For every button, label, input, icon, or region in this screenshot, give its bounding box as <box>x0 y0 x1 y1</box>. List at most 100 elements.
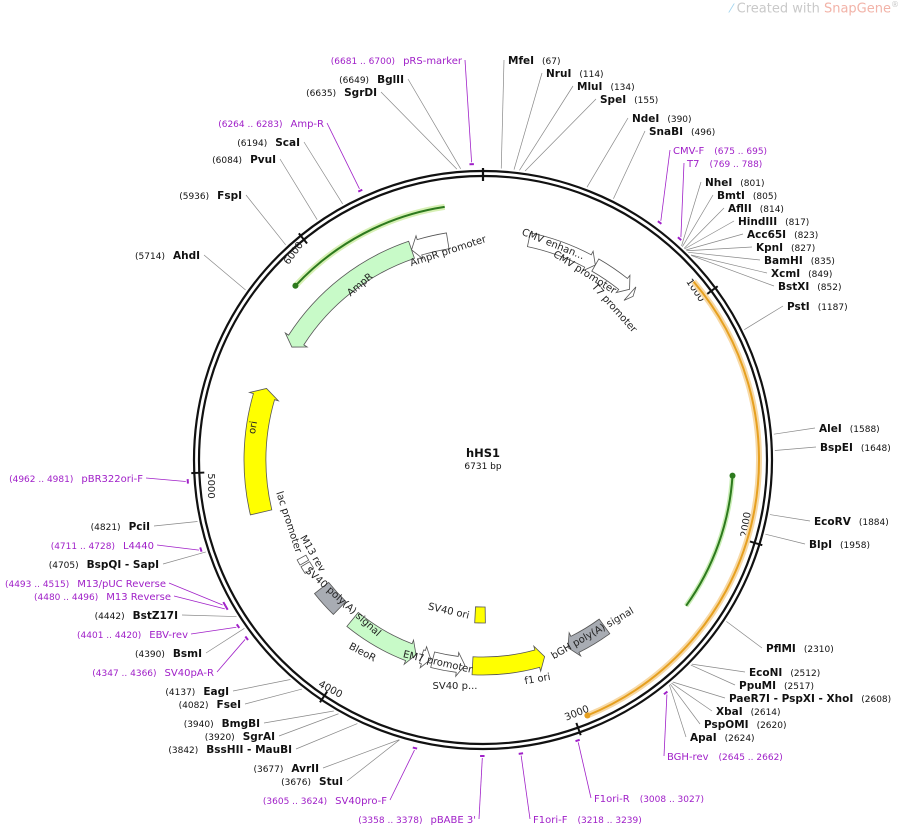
enzyme-leader-line <box>671 682 713 712</box>
enzyme-leader-line <box>669 683 701 725</box>
primer-name: pBABE 3' <box>430 815 476 826</box>
primer-mark <box>199 547 203 552</box>
enzyme-bamhi: BamHI(835) <box>764 255 835 267</box>
feature-label-lac-promoter: lac promoter <box>273 490 304 555</box>
enzyme-leader-line <box>513 72 543 170</box>
enzyme-blpi: BlpI (1958) <box>809 539 870 551</box>
tick-mark <box>319 690 329 703</box>
enzyme-xbai: XbaI(2614) <box>716 706 781 718</box>
primer-leader-line <box>464 59 472 163</box>
primer-mark <box>244 635 249 641</box>
primer-amp-r: (6264 .. 6283)Amp-R <box>218 119 324 130</box>
enzyme-leader-line <box>773 427 816 435</box>
enzyme-position: (2614) <box>751 708 781 718</box>
enzyme-position: (3940) <box>184 720 214 730</box>
feature-label-sv40-ori: SV40 ori <box>427 601 471 621</box>
primer-position: (4711 .. 4728) <box>51 542 115 552</box>
enzyme-position: (805) <box>753 192 777 202</box>
primer-name: BGH-rev <box>667 752 709 763</box>
snapgene-logo-icon: ⁄ <box>730 1 733 16</box>
enzyme-name: BstXI <box>778 281 809 293</box>
enzyme-name: AhdI <box>173 250 200 262</box>
enzyme-spei: SpeI(155) <box>600 94 658 106</box>
feature-ori <box>243 388 280 516</box>
enzyme-position: (849) <box>808 270 832 280</box>
enzyme-xcmi: XcmI(849) <box>771 268 832 280</box>
enzyme-leader-line <box>232 679 291 692</box>
enzyme-leader-line <box>279 158 318 220</box>
primer-name: SV40pro-F <box>335 796 387 807</box>
enzyme-labels: MfeI(67)NruI(114)MluI(134)SpeI(155)NdeI(… <box>49 55 891 788</box>
enzyme-name: PciI <box>129 521 150 533</box>
enzyme-position: (2620) <box>757 721 787 731</box>
enzyme-leader-line <box>684 220 735 250</box>
enzyme-name: MfeI <box>508 55 534 67</box>
enzyme-leader-line <box>500 59 505 169</box>
enzyme-paer7i-pspxi-xhoi: PaeR7I - PspXI - XhoI(2608) <box>729 693 891 705</box>
primer-leader-line <box>168 582 223 606</box>
enzyme-position: (5714) <box>135 252 165 262</box>
enzyme-name: BamHI <box>764 255 803 267</box>
tick-label: 5000 <box>205 473 216 498</box>
primer-position: (4401 .. 4420) <box>77 631 141 641</box>
primer-name: M13 Reverse <box>106 592 171 603</box>
enzyme-name: SpeI <box>600 94 626 106</box>
enzyme-name: BmgBI <box>222 718 260 730</box>
primer-position: (4493 .. 4515) <box>5 580 69 590</box>
enzyme-econi: EcoNI(2512) <box>749 667 820 679</box>
watermark-prefix: Created with <box>736 1 824 17</box>
tick-mark <box>575 722 582 736</box>
enzyme-name: BsmI <box>173 648 202 660</box>
primer-leader-line <box>663 694 668 757</box>
enzyme-mfei: MfeI(67) <box>508 55 561 67</box>
feature-ampr-promoter <box>411 232 450 260</box>
enzyme-position: (2624) <box>725 734 755 744</box>
enzyme-leader-line <box>769 514 811 522</box>
enzyme-leader-line <box>672 681 726 699</box>
enzyme-position: (3842) <box>168 746 198 756</box>
enzyme-position: (1958) <box>840 541 870 551</box>
enzyme-leader-line <box>524 98 597 172</box>
enzyme-name: PaeR7I - PspXI - XhoI <box>729 693 853 705</box>
primer-leader-line <box>389 749 415 801</box>
feature-bgh-poly-a-signal <box>567 618 611 658</box>
primer-leader-line <box>680 162 685 238</box>
enzyme-position: (1187) <box>818 303 848 313</box>
enzyme-name: PpuMI <box>739 680 776 692</box>
enzyme-name: SnaBI <box>649 126 683 138</box>
enzyme-aflii: AflII(814) <box>728 203 784 215</box>
enzyme-leader-line <box>686 246 753 252</box>
orf-green-arc <box>685 475 734 607</box>
enzyme-bstz17i: (4442)BstZ17I <box>95 610 178 622</box>
tick-label: 6000 <box>282 240 306 267</box>
enzyme-name: BlpI <box>809 539 832 551</box>
enzyme-pflmi: PflMI(2310) <box>766 643 834 655</box>
enzyme-apai: ApaI(2624) <box>690 732 755 744</box>
enzyme-position: (4390) <box>135 650 165 660</box>
enzyme-pspomi: PspOMI(2620) <box>704 719 787 731</box>
enzyme-position: (134) <box>610 83 634 93</box>
enzyme-leader-line <box>181 614 237 617</box>
enzyme-name: BmtI <box>717 190 745 202</box>
enzyme-leader-line <box>765 533 806 545</box>
enzyme-name: BstZ17I <box>133 610 178 622</box>
primer-mark <box>412 746 418 750</box>
feature-bleor <box>346 611 417 666</box>
enzyme-hindiii: HindIII(817) <box>738 216 809 228</box>
primer-pbabe-3: (3358 .. 3378)pBABE 3' <box>358 815 476 826</box>
primer-leader-line <box>520 755 531 820</box>
primer-position: (675 .. 695) <box>714 147 767 157</box>
feature-sv40-poly-a-signal <box>313 581 347 615</box>
enzyme-position: (827) <box>791 244 815 254</box>
primer-pbr322ori-f: (4962 .. 4981)pBR322ori-F <box>9 474 143 485</box>
primer-position: (4962 .. 4981) <box>9 475 73 485</box>
enzyme-name: SgrAI <box>243 731 275 743</box>
enzyme-position: (814) <box>760 205 784 215</box>
enzyme-name: PstI <box>787 301 810 313</box>
enzyme-position: (390) <box>667 115 691 125</box>
enzyme-ahdi: (5714) AhdI <box>135 250 200 262</box>
enzyme-bglii: (6649)BglII <box>339 74 404 86</box>
enzyme-bsshii-maubi: (3842)BssHII - MauBI <box>168 744 292 756</box>
feature-label-sv40-poly-a-signal: SV40 poly(A) signal <box>303 565 383 639</box>
primer-leader-line <box>145 477 186 482</box>
